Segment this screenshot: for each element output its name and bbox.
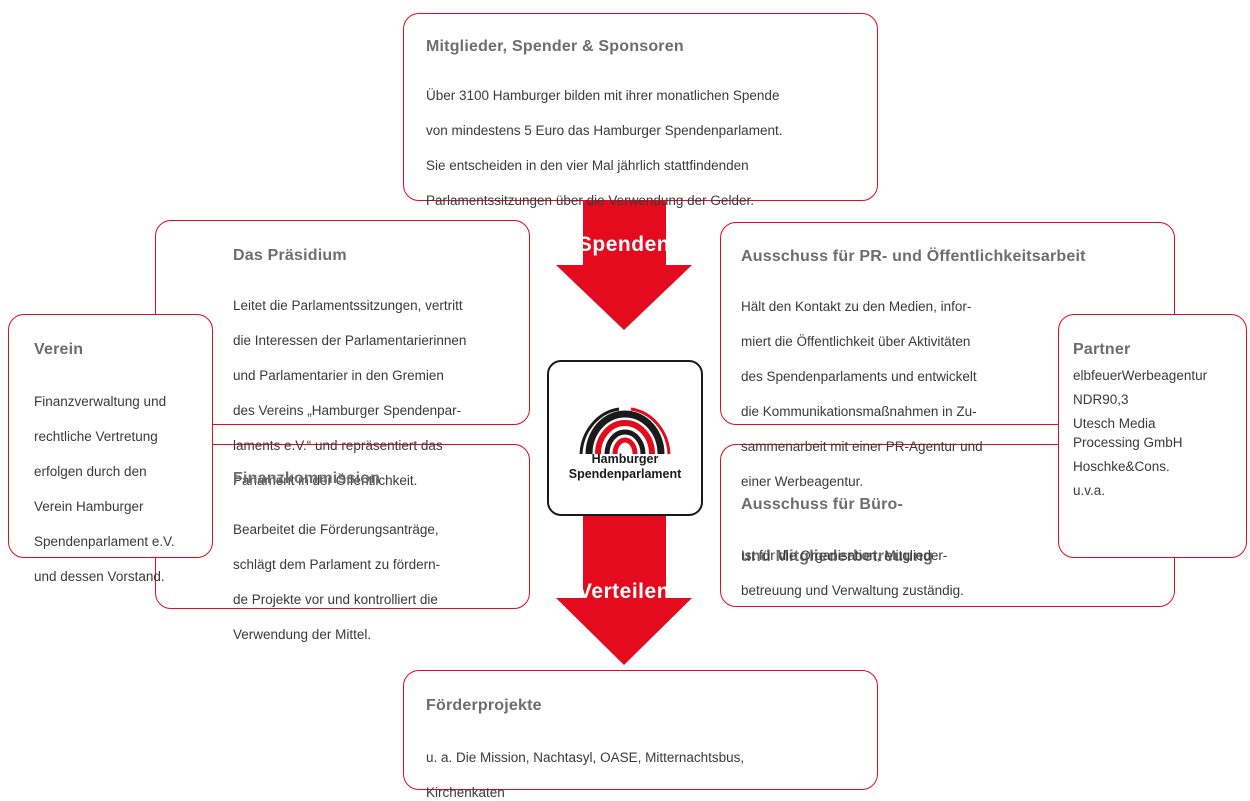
projects-box bbox=[403, 670, 878, 790]
members-line: von mindestens 5 Euro das Hamburger Spen… bbox=[426, 122, 783, 138]
pr-line: miert die Öffentlichkeit über Aktivitäte… bbox=[741, 333, 971, 349]
praesidium-line: die Interessen der Parlamentarierinnen bbox=[233, 332, 467, 348]
pr-title: Ausschuss für PR- und Öffentlichkeitsarb… bbox=[741, 248, 1086, 265]
partner-title: Partner bbox=[1073, 341, 1131, 358]
verein-title: Verein bbox=[34, 341, 84, 358]
logo: Hamburger Spendenparlament bbox=[547, 360, 703, 516]
buero-text: Ist für die Organisation, Mitglieder- be… bbox=[741, 529, 1046, 599]
finanz-line: schlägt dem Parlament zu fördern- bbox=[233, 556, 441, 572]
praesidium-line: Leitet die Parlamentssitzungen, vertritt bbox=[233, 297, 463, 313]
members-text: Über 3100 Hamburger bilden mit ihrer mon… bbox=[426, 69, 866, 209]
projects-line: u. a. Die Mission, Nachtasyl, OASE, Mitt… bbox=[426, 749, 745, 765]
finanzkommission-box bbox=[155, 444, 530, 609]
praesidium-line: und Parlamentarier in den Gremien bbox=[233, 367, 444, 383]
praesidium-text: Leitet die Parlamentssitzungen, vertritt… bbox=[233, 279, 523, 489]
verein-text: Finanzverwaltung und rechtliche Vertretu… bbox=[34, 375, 209, 585]
buero-title: Ausschuss für Büro- und Mitgliederbetreu… bbox=[741, 466, 933, 570]
members-box bbox=[403, 13, 878, 201]
praesidium-line: laments e.V.“ und repräsentiert das bbox=[233, 437, 443, 453]
partner-item: u.v.a. bbox=[1073, 483, 1106, 498]
projects-line: Kirchenkaten bbox=[426, 784, 505, 800]
verein-line: Finanzverwaltung und bbox=[34, 393, 167, 409]
partner-box bbox=[1058, 314, 1247, 558]
projects-title: Förderprojekte bbox=[426, 697, 542, 714]
verein-line: rechtliche Vertretung bbox=[34, 428, 158, 444]
pr-line: sammenarbeit mit einer PR-Agentur und bbox=[741, 438, 983, 454]
projects-text: u. a. Die Mission, Nachtasyl, OASE, Mitt… bbox=[426, 731, 866, 801]
members-line: Parlamentssitzungen über die Verwendung … bbox=[426, 192, 754, 208]
pr-line: des Spendenparlaments und entwickelt bbox=[741, 368, 977, 384]
verein-line: und dessen Vorstand. bbox=[34, 568, 165, 584]
finanz-title: Finanzkommission bbox=[233, 470, 381, 487]
finanz-line: de Projekte vor und kontrolliert die bbox=[233, 591, 438, 607]
verein-line: Spendenparlament e.V. bbox=[34, 533, 175, 549]
buero-title-line: und Mitgliederbetreuung bbox=[741, 548, 934, 565]
praesidium-box bbox=[155, 220, 530, 425]
praesidium-line: Parlament in der Öffentlichkeit. bbox=[233, 472, 418, 488]
pr-line: einer Werbeagentur. bbox=[741, 473, 864, 489]
pr-line: Hält den Kontakt zu den Medien, infor- bbox=[741, 298, 972, 314]
partner-item: Hoschke&Cons. bbox=[1073, 459, 1170, 474]
buero-line: betreuung und Verwaltung zuständig. bbox=[741, 582, 964, 598]
partner-item: Utesch Media Processing GmbH bbox=[1073, 416, 1183, 450]
members-title: Mitglieder, Spender & Sponsoren bbox=[426, 38, 684, 55]
logo-arcs-icon bbox=[579, 407, 671, 455]
finanz-text: Bearbeitet die Förderungsanträge, schläg… bbox=[233, 503, 523, 643]
members-line: Sie entscheiden in den vier Mal jährlich… bbox=[426, 157, 749, 173]
verein-line: erfolgen durch den bbox=[34, 463, 147, 479]
praesidium-line: des Vereins „Hamburger Spendenpar- bbox=[233, 402, 462, 418]
logo-text-line2: Spendenparlament bbox=[568, 467, 682, 481]
verein-box bbox=[8, 314, 213, 558]
logo-text-line1: Hamburger bbox=[591, 452, 659, 466]
finanz-line: Bearbeitet die Förderungsanträge, bbox=[233, 521, 439, 537]
verein-line: Verein Hamburger bbox=[34, 498, 144, 514]
spenden-label: Spenden bbox=[577, 233, 671, 256]
pr-text: Hält den Kontakt zu den Medien, infor- m… bbox=[741, 280, 1046, 490]
praesidium-title: Das Präsidium bbox=[233, 247, 347, 264]
partner-item: elbfeuerWerbeagentur bbox=[1073, 368, 1208, 383]
verteilen-label: Verteilen bbox=[577, 580, 671, 603]
buero-line: Ist für die Organisation, Mitglieder- bbox=[741, 547, 948, 563]
verteilen-arrow bbox=[556, 505, 692, 665]
members-line: Über 3100 Hamburger bilden mit ihrer mon… bbox=[426, 87, 780, 103]
spenden-arrow bbox=[556, 188, 692, 330]
buero-title-line: Ausschuss für Büro- bbox=[741, 496, 904, 513]
pr-line: die Kommunikationsmaßnahmen in Zu- bbox=[741, 403, 977, 419]
finanz-line: Verwendung der Mittel. bbox=[233, 626, 372, 642]
partner-list: elbfeuerWerbeagentur NDR90,3 Utesch Medi… bbox=[1073, 366, 1243, 500]
partner-item: NDR90,3 bbox=[1073, 392, 1129, 407]
